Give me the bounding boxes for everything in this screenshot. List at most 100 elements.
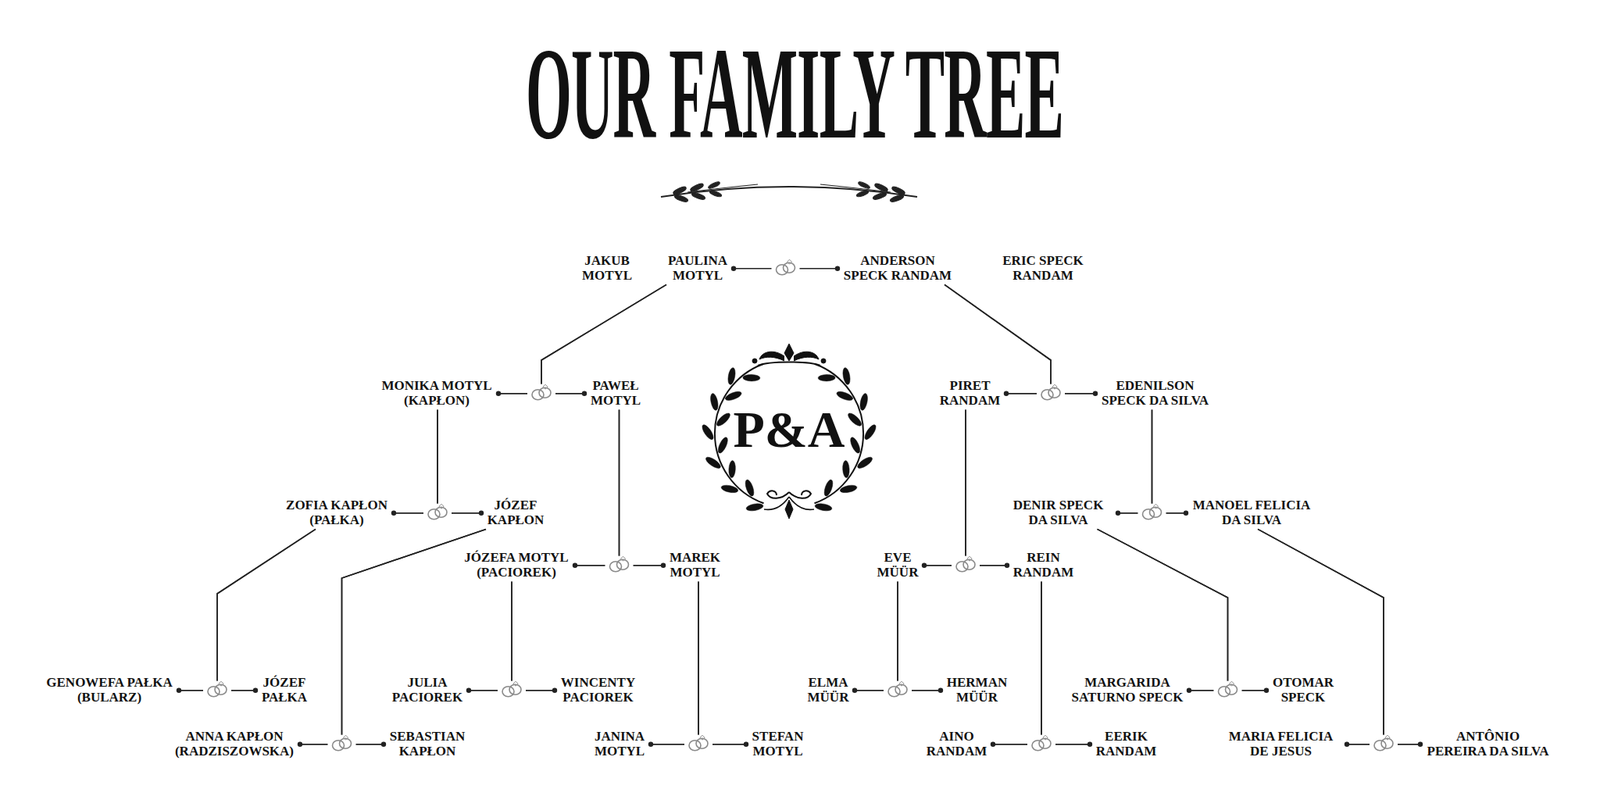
connector-line (575, 409, 620, 565)
name-text: EDENILSON SPECK DA SILVA (1100, 378, 1211, 408)
connector-line (650, 581, 699, 744)
name-text: AINO RANDAM (925, 729, 989, 759)
person-name: PAWEŁ MOTYL (584, 377, 647, 410)
connector-line (178, 528, 316, 690)
name-text: JÓZEF PAŁKA (260, 675, 309, 705)
connector (217, 528, 316, 690)
name-text: EVE MÜÜR (875, 550, 920, 580)
person-name: PIRET RANDAM (933, 377, 1007, 410)
name-text: REIN RANDAM (1011, 550, 1075, 580)
person-name: WINCENTY PACIOREK (554, 674, 642, 707)
wedding-rings (1214, 681, 1243, 700)
person-name: ANTÔNIO PEREIRA DA SILVA (1420, 728, 1556, 761)
person-name: REIN RANDAM (1007, 549, 1080, 582)
wedding-rings (203, 681, 232, 700)
title: OUR FAMILY TREE (525, 27, 1064, 159)
connector-line (1041, 581, 1090, 744)
name-text: OTOMAR SPECK (1271, 675, 1336, 705)
wedding-rings (951, 556, 980, 575)
name-text: EERIK RANDAM (1094, 729, 1158, 759)
person-name: PAULINA MOTYL (661, 252, 734, 285)
connector-line (511, 581, 555, 690)
person-name: ZOFIA KAPŁON (PAŁKA) (279, 496, 394, 529)
wedding-rings (771, 259, 800, 279)
connector (619, 409, 665, 565)
name-text: ZOFIA KAPŁON (PAŁKA) (284, 498, 390, 528)
name-text: ERIC SPECK RANDAM (987, 253, 1099, 283)
person-name: SEBASTIAN KAPŁON (383, 728, 472, 761)
name-text: PIRET RANDAM (938, 378, 1002, 408)
connector-line (854, 581, 898, 690)
connector (965, 409, 1008, 565)
name-text: MAREK MOTYL (667, 550, 722, 580)
connector (1097, 528, 1229, 690)
person-name: ELMA MÜÜR (801, 674, 855, 707)
person-name: HERMAN MÜÜR (940, 674, 1014, 707)
person-name: JÓZEF KAPŁON (481, 496, 550, 529)
person-name: MARIA FELICIA DE JESUS (1214, 728, 1347, 761)
connector (178, 528, 316, 690)
connector-line (698, 581, 747, 744)
name-text: JANINA MOTYL (592, 729, 647, 759)
connector (944, 284, 1096, 393)
person-name: JULIA PACIOREK (385, 674, 469, 707)
connector-line (965, 409, 1008, 565)
connector-line (1257, 528, 1384, 744)
connector (300, 528, 486, 744)
wedding-rings (423, 503, 452, 523)
name-text: JÓZEFA MOTYL (PACIOREK) (462, 550, 571, 580)
name-text: ANNA KAPŁON (RADZISZOWSKA) (173, 729, 296, 759)
name-text: ANDERSON SPECK RANDAM (842, 253, 954, 283)
connector-line (1097, 528, 1268, 690)
wedding-rings (1138, 503, 1167, 523)
connector-line (300, 528, 486, 744)
person-name: ANNA KAPŁON (RADZISZOWSKA) (168, 728, 300, 761)
name-text: DENIR SPECK DA SILVA (1003, 498, 1114, 528)
connector-line (992, 581, 1042, 744)
connector-line (619, 409, 665, 565)
name-text: PAULINA MOTYL (666, 253, 729, 283)
wedding-rings (1369, 735, 1398, 754)
name-text: JULIA PACIOREK (390, 675, 465, 705)
name-text: ANTÔNIO PEREIRA DA SILVA (1425, 729, 1551, 759)
connector-line (541, 284, 667, 393)
wedding-rings (328, 735, 357, 754)
connector-line (897, 581, 941, 690)
name-text: MANOEL FELICIA DA SILVA (1190, 498, 1313, 528)
connector (1257, 528, 1421, 744)
connector (854, 581, 898, 690)
name-text: ELMA MÜÜR (806, 675, 850, 705)
name-text: MARIA FELICIA DE JESUS (1219, 729, 1343, 759)
person-name: AINO RANDAM (920, 728, 993, 761)
name-text: MARGARIDA SATURNO SPECK (1070, 675, 1185, 705)
connector (1152, 409, 1187, 513)
connector (393, 409, 438, 513)
connector-line (1152, 409, 1187, 513)
connector (897, 581, 941, 690)
connector-line (468, 581, 512, 690)
person-name: EERIK RANDAM (1089, 728, 1163, 761)
title-flourish (660, 180, 918, 204)
person-name: JANINA MOTYL (588, 728, 651, 761)
connector (1257, 528, 1384, 744)
connector (575, 409, 620, 565)
person-name: EVE MÜÜR (871, 549, 925, 582)
name-text: HERMAN MÜÜR (945, 675, 1009, 705)
person-name: JÓZEFA MOTYL (PACIOREK) (457, 549, 575, 582)
connector-line (1097, 528, 1229, 690)
wedding-rings (684, 735, 713, 754)
name-text: PAWEŁ MOTYL (589, 378, 643, 408)
connector-line (924, 409, 966, 565)
name-text: JAKUB MOTYL (580, 253, 634, 283)
connector (498, 284, 667, 393)
connector (698, 581, 747, 744)
wedding-rings (497, 681, 526, 700)
person-name: ANDERSON SPECK RANDAM (837, 252, 958, 285)
person-name: JAKUB MOTYL (575, 252, 639, 285)
connector-line (342, 528, 487, 744)
connector-line (217, 528, 316, 690)
wedding-rings (1036, 384, 1065, 404)
connector-line (393, 409, 438, 513)
person-name: MAREK MOTYL (663, 549, 727, 582)
name-text: GENOWEFA PAŁKA (BULARZ) (44, 675, 175, 705)
